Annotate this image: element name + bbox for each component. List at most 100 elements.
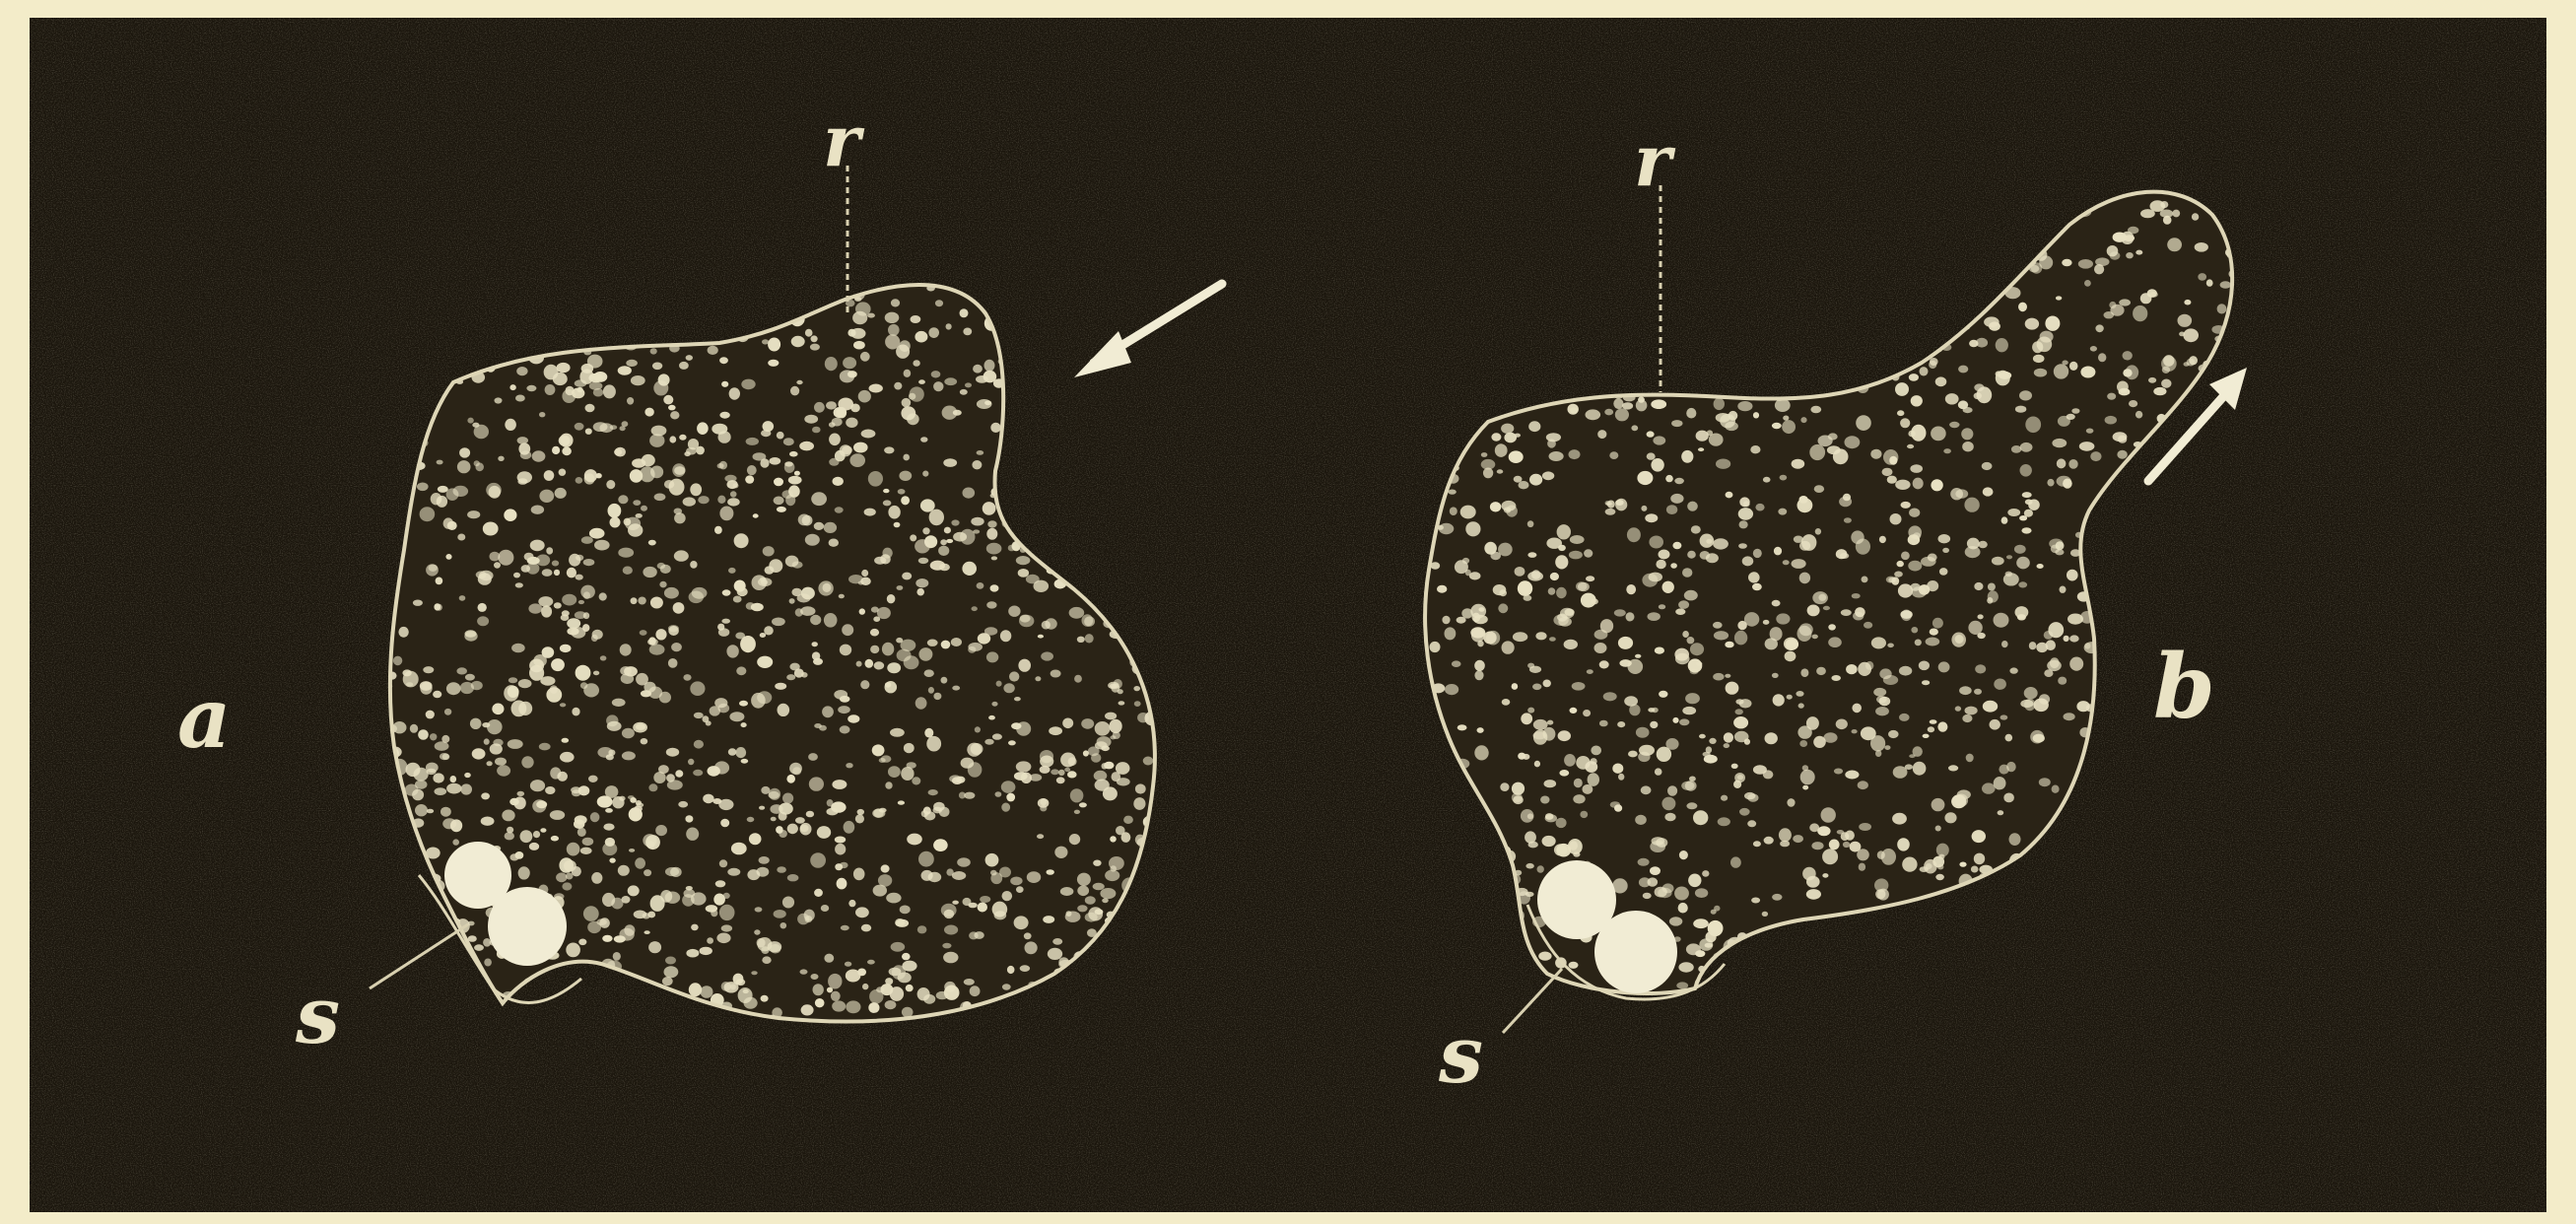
granule bbox=[1845, 831, 1855, 841]
granule bbox=[1913, 746, 1923, 757]
granule bbox=[572, 708, 579, 716]
granule bbox=[1879, 697, 1891, 707]
granule bbox=[1007, 966, 1015, 974]
granule bbox=[1942, 548, 1949, 553]
granule bbox=[1974, 689, 1982, 695]
granule bbox=[562, 882, 572, 890]
granule bbox=[1716, 459, 1730, 469]
granule bbox=[484, 959, 492, 967]
granule bbox=[1557, 524, 1571, 539]
granule bbox=[560, 752, 575, 763]
granule bbox=[805, 534, 820, 546]
granule bbox=[1852, 704, 1862, 714]
granule bbox=[805, 329, 813, 337]
granule bbox=[909, 393, 915, 400]
granule bbox=[1753, 412, 1759, 418]
granule bbox=[771, 817, 777, 822]
granule bbox=[826, 401, 837, 409]
granule bbox=[795, 817, 805, 824]
granule bbox=[2067, 414, 2075, 420]
granule bbox=[2071, 408, 2079, 414]
granule bbox=[1823, 606, 1830, 610]
granule bbox=[1104, 762, 1114, 770]
granule bbox=[583, 906, 599, 921]
granule bbox=[946, 539, 953, 543]
granule bbox=[1698, 447, 1704, 451]
granule bbox=[2113, 432, 2128, 442]
granule bbox=[1787, 798, 1795, 807]
granule bbox=[2095, 257, 2109, 266]
granule bbox=[668, 658, 678, 668]
granule bbox=[2133, 306, 2147, 321]
granule bbox=[492, 704, 504, 715]
granule bbox=[1888, 578, 1896, 583]
granule bbox=[1870, 449, 1881, 459]
granule bbox=[962, 562, 977, 576]
granule bbox=[665, 957, 676, 965]
granule bbox=[1538, 952, 1551, 961]
granule bbox=[1691, 525, 1701, 533]
granule bbox=[1963, 407, 1973, 413]
granule bbox=[789, 598, 795, 604]
label-r-a: r bbox=[823, 99, 865, 182]
granule bbox=[652, 363, 662, 371]
granule bbox=[831, 991, 841, 1001]
granule bbox=[1799, 496, 1808, 504]
granule bbox=[643, 567, 656, 578]
granule bbox=[894, 522, 901, 528]
granule bbox=[2044, 631, 2054, 640]
granule bbox=[779, 830, 787, 838]
granule bbox=[1974, 383, 1984, 391]
granule bbox=[1472, 613, 1481, 623]
granule bbox=[845, 962, 851, 967]
granule bbox=[1648, 708, 1655, 713]
granule bbox=[814, 889, 823, 897]
granule bbox=[420, 682, 432, 695]
granule bbox=[1851, 530, 1864, 544]
granule bbox=[606, 480, 615, 489]
granule bbox=[1545, 814, 1557, 822]
granule bbox=[973, 529, 980, 533]
granule bbox=[1739, 520, 1748, 528]
granule bbox=[2150, 292, 2158, 298]
granule bbox=[1642, 574, 1658, 587]
granule bbox=[1594, 643, 1607, 653]
granule bbox=[1846, 664, 1858, 674]
granule bbox=[1550, 573, 1559, 580]
granule bbox=[532, 450, 546, 461]
granule bbox=[1888, 730, 1899, 738]
granule bbox=[1852, 729, 1858, 733]
granule bbox=[1471, 628, 1485, 642]
granule bbox=[941, 677, 948, 684]
granule bbox=[467, 510, 480, 518]
granule bbox=[564, 860, 576, 872]
granule bbox=[669, 436, 676, 442]
granule bbox=[850, 404, 860, 413]
granule bbox=[951, 519, 959, 525]
granule bbox=[960, 529, 975, 545]
granule bbox=[882, 548, 892, 559]
granule bbox=[712, 798, 721, 804]
granule bbox=[728, 748, 737, 756]
granule bbox=[860, 352, 870, 362]
granule bbox=[809, 777, 824, 790]
granule bbox=[813, 984, 824, 995]
granule bbox=[2003, 573, 2019, 585]
granule bbox=[984, 360, 995, 372]
granule bbox=[1974, 853, 1985, 865]
granule bbox=[1437, 585, 1447, 593]
granule bbox=[944, 925, 958, 935]
granule bbox=[963, 328, 972, 336]
granule bbox=[832, 418, 843, 427]
granule bbox=[1570, 708, 1578, 714]
granule bbox=[415, 780, 428, 788]
granule bbox=[1938, 661, 1950, 672]
granule bbox=[436, 578, 443, 585]
granule bbox=[1778, 509, 1787, 515]
granule bbox=[1452, 660, 1461, 667]
granule bbox=[991, 556, 997, 560]
granule bbox=[1964, 498, 1979, 512]
granule bbox=[513, 573, 520, 578]
granule bbox=[1109, 856, 1124, 870]
granule bbox=[1026, 575, 1040, 584]
